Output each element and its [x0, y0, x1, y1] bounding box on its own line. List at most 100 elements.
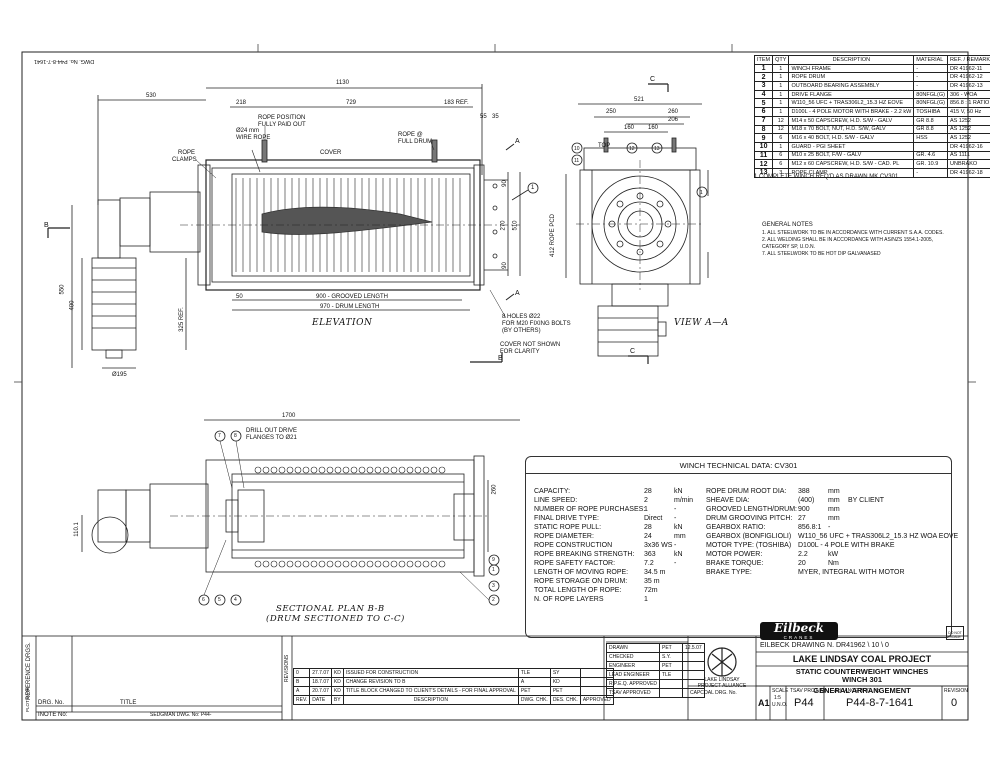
- bom-cell: UNBRAKO: [947, 159, 990, 169]
- elevation-view: [47, 84, 539, 369]
- tech-left-cell: 35 m: [644, 578, 660, 585]
- section-c-marker-top: C: [650, 76, 656, 83]
- bom-header: QTY: [772, 55, 790, 65]
- dim-50: 50: [236, 294, 243, 300]
- tech-left-cell: kN: [674, 524, 683, 531]
- alliance-drg-label: ALLIANCE DRG. No.: [834, 688, 882, 694]
- tech-right-cell: mm: [828, 488, 840, 495]
- callout-11: 11: [574, 158, 580, 164]
- approval-cell: TSAV APPROVED: [606, 688, 660, 698]
- callout-12: 12: [629, 146, 635, 152]
- tech-left-cell: N. OF ROPE LAYERS: [534, 596, 604, 603]
- approval-row: R.P.E.Q. APPROVED: [606, 679, 705, 689]
- bom-cell: 1: [753, 63, 774, 74]
- tech-right-cell: MYER, INTEGRAL WITH MOTOR: [798, 569, 905, 576]
- approval-cell: [658, 688, 683, 698]
- bom-cell: 1: [772, 141, 790, 152]
- bom-cell: D100L - 4 POLE MOTOR WITH BRAKE - 2.2 kW: [788, 107, 915, 117]
- bom-cell: DR 41962-12: [947, 72, 990, 83]
- approval-cell: R.P.E.Q. APPROVED: [606, 679, 660, 689]
- tech-left-cell: m/min: [674, 497, 694, 504]
- section-c-marker-bottom: C: [630, 348, 636, 355]
- rev-header: DATE: [309, 695, 332, 705]
- tech-right-cell: (400): [798, 497, 815, 504]
- tech-right-cell: 856.8:1: [798, 524, 822, 531]
- bom-cell: -: [913, 167, 948, 178]
- tech-left-cell: 363: [644, 551, 656, 558]
- drg-no-label: DRG. No.: [38, 700, 65, 706]
- section-b-marker-left: B: [44, 222, 49, 229]
- revision-cell: KD: [549, 677, 581, 687]
- bom-cell: M18 x 70 BOLT, NUT, H.D. S/W, GALV: [788, 124, 915, 135]
- eilbeck-logo-sub: CRANES: [783, 635, 815, 640]
- bom-cell: 2: [753, 72, 774, 83]
- tech-left-cell: FINAL DRIVE TYPE:: [534, 515, 599, 522]
- callout-10: 10: [574, 146, 580, 152]
- rev-header: APPROVED: [579, 695, 614, 705]
- bom-cell: GR. 10.9: [913, 159, 948, 169]
- tech-left-cell: -: [674, 542, 677, 549]
- bom-cell: 1: [772, 72, 790, 83]
- revision-cell: A: [517, 677, 551, 687]
- revision-cell: KD: [330, 668, 344, 678]
- tech-right-cell: mm: [828, 497, 840, 504]
- callout-3: 3: [492, 583, 495, 589]
- holes-note-b: FOR M20 FIXING BOLTS: [502, 321, 571, 327]
- dim-412-rope-pcd: 412 ROPE PCD: [550, 213, 557, 258]
- bom-cell: 9: [753, 133, 774, 143]
- bom-cell: M14 x 50 CAPSCREW, H.D. S/W - GALV: [788, 115, 915, 126]
- tsav-proj-value: P44: [794, 697, 814, 709]
- bom-cell: 415 V, 50 Hz: [947, 107, 990, 117]
- tech-right-cell: 900: [798, 506, 810, 513]
- general-note-1: 1. ALL STEELWORK TO BE IN ACCORDANCE WIT…: [762, 230, 944, 236]
- tech-left-cell: -: [674, 515, 677, 522]
- sheet-size: A1: [758, 698, 770, 708]
- alliance-name-b: PROJECT ALLIANCE: [697, 683, 747, 689]
- section-b-marker-right: B: [498, 355, 503, 362]
- dim-160a: 160: [624, 125, 635, 131]
- bom-cell: W110_56 UFC + TRAS306L2_15.3 HZ EOVE: [788, 98, 915, 109]
- revision-label: REVISION: [944, 688, 968, 694]
- approval-cell: CHECKED: [606, 652, 660, 662]
- revision-cell: 18.7.07: [309, 677, 332, 687]
- bom-cell: 6: [772, 159, 790, 169]
- scale-label: SCALE: [772, 688, 789, 694]
- bom-cell: AS 1252: [947, 133, 990, 143]
- revision-cell: TITLE BLOCK CHANGED TO CLIENT'S DETAILS …: [342, 686, 519, 696]
- bom-cell: DRIVE FLANGE: [788, 89, 915, 100]
- tech-left-cell: 2: [644, 497, 648, 504]
- holes-note-c: (BY OTHERS): [502, 328, 541, 334]
- tech-left-cell: mm: [674, 533, 686, 540]
- tech-left-cell: ROPE BREAKING STRENGTH:: [534, 551, 635, 558]
- tech-right-cell: Nm: [828, 560, 839, 567]
- rope-clamps-note-a: ROPE: [178, 150, 196, 156]
- elevation-title: ELEVATION: [312, 318, 373, 328]
- revision-cell: B: [292, 677, 311, 687]
- tsav-proj-label: TSAV PROJ. No.: [790, 688, 828, 694]
- bom-cell: GR 8.8: [913, 124, 948, 135]
- callout-4: 4: [234, 597, 237, 603]
- view-aa: [565, 83, 709, 364]
- bom-cell: TOSHIBA: [913, 107, 948, 117]
- revision-cell: ISSUED FOR CONSTRUCTION: [342, 668, 519, 678]
- drill-note-a: DRILL OUT DRIVE: [246, 428, 298, 434]
- bom-cell: DR 41962-11: [947, 63, 990, 74]
- bom-header: DESCRIPTION: [788, 55, 915, 65]
- approval-cell: DRAWN: [606, 643, 660, 653]
- tech-right-cell: 27: [798, 515, 806, 522]
- tech-right-cell: 388: [798, 488, 810, 495]
- section-bb-subtitle: (DRUM SECTIONED TO C-C): [266, 614, 405, 624]
- bom-cell: 80NFGL(G): [913, 89, 948, 100]
- dim-35: 35: [492, 114, 499, 120]
- rev-header: REV.: [292, 695, 311, 705]
- general-note-2: 2. ALL WELDING SHALL BE IN ACCORDANCE WI…: [762, 237, 934, 243]
- dim-260-bb: 260: [491, 484, 498, 495]
